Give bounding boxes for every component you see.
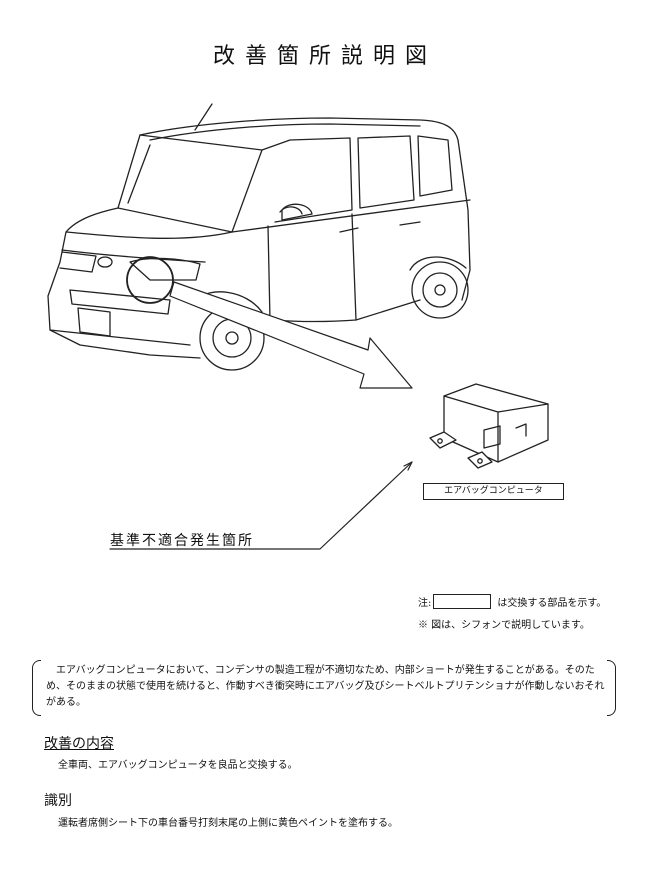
location-label: 基準不適合発生箇所 bbox=[110, 533, 254, 549]
highlight-circle bbox=[126, 256, 174, 304]
vehicle-illustration bbox=[47, 103, 549, 550]
airbag-computer-drawing bbox=[429, 383, 549, 469]
pointer-arrow bbox=[169, 281, 413, 389]
part-label-box: エアバッグコンピュータ bbox=[423, 483, 564, 500]
right-bracket bbox=[607, 660, 616, 716]
description-text: エアバッグコンピュータにおいて、コンデンサの製造工程が不適切なため、内部ショート… bbox=[46, 665, 605, 708]
legend-note-prefix: 注: bbox=[418, 598, 432, 609]
description-box: エアバッグコンピュータにおいて、コンデンサの製造工程が不適切なため、内部ショート… bbox=[32, 660, 616, 716]
identification-heading: 識別 bbox=[44, 793, 72, 809]
page-title: 改善箇所説明図 bbox=[212, 44, 437, 69]
remedy-heading: 改善の内容 bbox=[44, 736, 114, 752]
legend-note: 注: は交換する部品を示す。 bbox=[418, 594, 606, 609]
legend-note-2: ※ 図は、シフォンで説明しています。 bbox=[418, 620, 590, 631]
left-bracket bbox=[32, 660, 41, 716]
legend-swatch bbox=[433, 594, 492, 609]
car-drawing bbox=[47, 103, 471, 371]
location-leader bbox=[109, 461, 413, 550]
legend-note-suffix: は交換する部品を示す。 bbox=[497, 598, 607, 609]
remedy-text: 全車両、エアバッグコンピュータを良品と交換する。 bbox=[58, 760, 298, 771]
identification-text: 運転者席側シート下の車台番号打刻末尾の上側に黄色ペイントを塗布する。 bbox=[58, 818, 398, 829]
